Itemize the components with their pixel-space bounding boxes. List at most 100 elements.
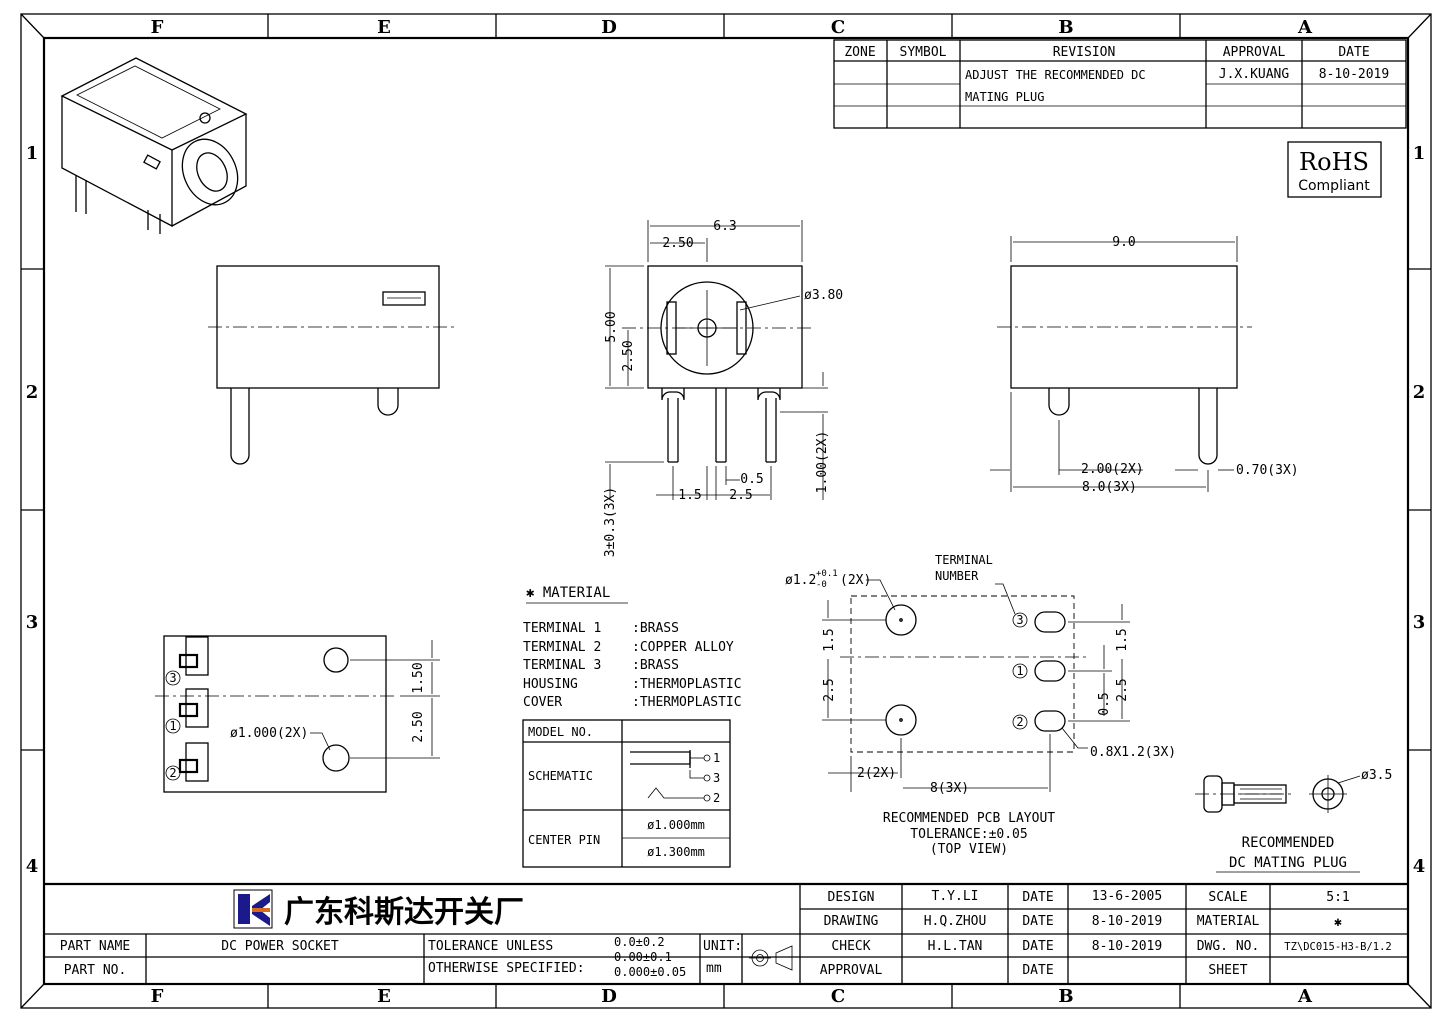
center-pin-2: ø1.300mm <box>647 845 705 859</box>
pcb-caption-1: RECOMMENDED PCB LAYOUT <box>883 811 1055 826</box>
material-value-2: :COPPER ALLOY <box>632 640 734 655</box>
pcb-caption-3: (TOP VIEW) <box>930 842 1008 857</box>
drawing-label: DRAWING <box>824 914 879 929</box>
bottom-term-1: 1 <box>169 719 176 733</box>
sch-1: 1 <box>713 751 720 765</box>
pcb-hole-tol-up: +0.1 <box>816 569 838 579</box>
front-dim-height: 5.00 <box>604 311 619 342</box>
front-dim-15: 1.5 <box>678 488 701 503</box>
pcb-hole-count: (2X) <box>840 573 871 588</box>
dwg-label: DWG. NO. <box>1197 939 1260 954</box>
material-value-3: :BRASS <box>632 658 679 673</box>
part-name-label: PART NAME <box>60 939 130 954</box>
rev-header-zone: ZONE <box>844 45 875 60</box>
front-dim-05: 0.5 <box>740 472 763 487</box>
zone-col-a-bottom: A <box>1297 986 1313 1007</box>
side-dim-07: 0.70(3X) <box>1236 463 1299 478</box>
outer-frame <box>20 13 1432 1009</box>
pcb-dim-25-left: 2.5 <box>822 678 837 701</box>
design-value: T.Y.LI <box>932 889 979 904</box>
part-no-label: PART NO. <box>64 963 127 978</box>
zone-row-1-right: 1 <box>1413 143 1426 164</box>
zone-col-c: C <box>831 17 845 38</box>
check-date: 8-10-2019 <box>1092 939 1162 954</box>
rev-header-symbol: SYMBOL <box>900 45 947 60</box>
center-pin-1: ø1.000mm <box>647 818 705 832</box>
front-dim-pin-h: 3±0.3(3X) <box>603 487 618 557</box>
pcb-hole-tol-dn: -0 <box>816 580 827 590</box>
zone-col-a: A <box>1297 17 1313 38</box>
drawing-date-label: DATE <box>1022 914 1053 929</box>
pcb-dim-15-right: 1.5 <box>1115 628 1130 651</box>
bottom-term-3: 3 <box>169 671 176 685</box>
bottom-view: 3 1 2 1.50 2.50 ø1.000(2X) <box>155 635 440 793</box>
zone-row-4-left: 4 <box>26 856 39 877</box>
rev-approval: J.X.KUANG <box>1219 67 1290 82</box>
side-dim-8: 8.0(3X) <box>1082 480 1137 495</box>
material-name-1: TERMINAL 1 <box>523 621 601 636</box>
rohs-badge: RoHS Compliant <box>1287 141 1382 198</box>
unit-value: mm <box>706 961 722 976</box>
pcb-term-1: 1 <box>1016 664 1023 678</box>
isometric-view <box>60 57 248 234</box>
pcb-term-2: 2 <box>1016 715 1023 729</box>
zone-row-3-left: 3 <box>26 612 39 633</box>
part-name-value: DC POWER SOCKET <box>221 939 339 954</box>
rohs-title: RoHS <box>1299 148 1369 176</box>
zone-col-b: B <box>1058 17 1073 38</box>
pcb-dim-15-left: 1.5 <box>822 628 837 651</box>
material-value-4: :THERMOPLASTIC <box>632 677 742 692</box>
material-name-2: TERMINAL 2 <box>523 640 601 655</box>
bottom-dim-hole: ø1.000(2X) <box>230 726 308 741</box>
drawing-date: 8-10-2019 <box>1092 914 1162 929</box>
material-value: ✱ <box>1334 915 1342 930</box>
scale-label: SCALE <box>1208 890 1247 905</box>
right-side-view: 9.0 2.00(2X) 8.0(3X) 0.70(3X) <box>990 235 1299 495</box>
material-name-3: TERMINAL 3 <box>523 658 601 673</box>
rev-text-2: MATING PLUG <box>965 90 1044 104</box>
dwg-value: TZ\DC015-H3-B/1.2 <box>1284 941 1391 953</box>
bottom-term-2: 2 <box>169 766 176 780</box>
material-name-4: HOUSING <box>523 677 578 692</box>
check-date-label: DATE <box>1022 939 1053 954</box>
rev-text-1: ADJUST THE RECOMMENDED DC <box>965 68 1146 82</box>
zone-letters-bottom: F E D C B A <box>151 986 1313 1007</box>
material-label: MATERIAL <box>1197 914 1260 929</box>
zone-col-d: D <box>601 17 617 38</box>
zone-row-3-right: 3 <box>1413 612 1426 633</box>
zone-col-f: F <box>151 17 164 38</box>
model-table: MODEL NO. SCHEMATIC CENTER PIN ø1.000mm … <box>522 719 731 868</box>
zone-col-c-bottom: C <box>831 986 845 1007</box>
rohs-sub: Compliant <box>1298 178 1370 194</box>
zone-col-b-bottom: B <box>1058 986 1073 1007</box>
pcb-layout: 3 1 2 ø1.2 +0.1 -0 (2X) TERMINAL NUMBER … <box>785 553 1176 857</box>
pcb-dim-05-right: 0.5 <box>1097 692 1112 715</box>
pcb-terminal-label-1: TERMINAL <box>935 553 993 567</box>
tol-line-1: TOLERANCE UNLESS <box>428 939 553 954</box>
plug-label-2: DC MATING PLUG <box>1229 855 1347 871</box>
projection-symbol <box>749 945 793 971</box>
plug-label-1: RECOMMENDED <box>1242 835 1335 851</box>
sch-2: 2 <box>713 791 720 805</box>
material-value-5: :THERMOPLASTIC <box>632 695 742 710</box>
drawing-value: H.Q.ZHOU <box>924 914 987 929</box>
front-dim-25: 2.5 <box>729 488 752 503</box>
design-date: 13-6-2005 <box>1092 889 1162 904</box>
material-title: ✱ MATERIAL <box>526 585 610 601</box>
pcb-dim-25-right: 2.5 <box>1115 678 1130 701</box>
zone-col-e: E <box>377 17 391 38</box>
zone-col-e-bottom: E <box>377 986 391 1007</box>
company-logo <box>233 889 273 929</box>
approval-date-label: DATE <box>1022 963 1053 978</box>
zone-col-d-bottom: D <box>601 986 617 1007</box>
design-label: DESIGN <box>828 890 875 905</box>
zone-row-1-left: 1 <box>26 143 39 164</box>
zone-row-4-right: 4 <box>1413 856 1426 877</box>
tol-value-1: 0.0±0.2 <box>614 935 665 949</box>
zone-row-2-right: 2 <box>1413 382 1426 403</box>
scale-value: 5:1 <box>1326 890 1349 905</box>
pcb-terminal-label-2: NUMBER <box>935 569 979 583</box>
bottom-dim-150: 1.50 <box>411 662 426 693</box>
bottom-dim-250: 2.50 <box>411 711 426 742</box>
